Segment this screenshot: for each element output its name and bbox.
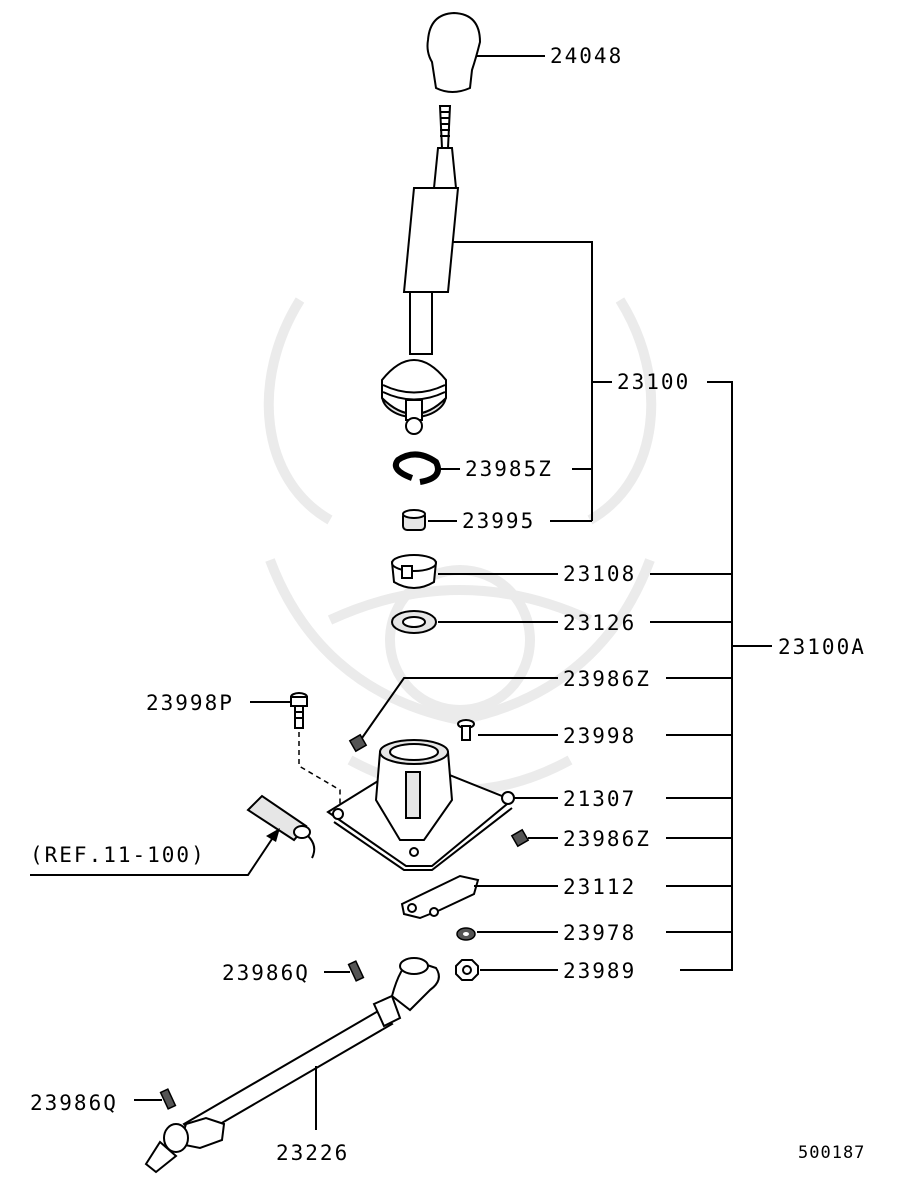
bushing-part[interactable] [402,509,426,531]
retainer-part[interactable] [390,554,438,589]
label-pin-upper[interactable]: 23986Q [222,961,310,985]
label-plate[interactable]: 23112 [563,875,636,899]
label-nut[interactable]: 23989 [563,959,636,983]
grease-fitting-top-part[interactable] [348,733,368,753]
label-reference[interactable]: (REF.11-100) [30,843,206,867]
bolt-dashed-guide [298,732,341,806]
leader-reference [30,835,275,876]
washer-part[interactable] [456,927,476,941]
label-grease-fitting-right[interactable]: 23986Z [563,827,651,851]
label-assembly-total[interactable]: 23100A [778,635,866,659]
label-knob[interactable]: 24048 [550,44,623,68]
diagram-code: 500187 [798,1143,865,1163]
label-lever-assembly[interactable]: 23100 [617,370,690,394]
knob-part[interactable] [426,11,482,93]
label-retainer[interactable]: 23108 [563,562,636,586]
housing-part[interactable] [326,739,515,871]
nut-part[interactable] [455,959,479,981]
shift-lever-part[interactable] [381,105,460,435]
label-housing[interactable]: 21307 [563,787,636,811]
bolt-left-part[interactable] [290,692,308,729]
label-pin-lower[interactable]: 23986Q [30,1091,118,1115]
plate-part[interactable] [400,874,480,920]
shift-rod-part[interactable] [144,957,440,1174]
watermark [263,297,657,795]
bolt-right-part[interactable] [457,719,475,741]
grease-fitting-right-part[interactable] [510,828,530,848]
label-bolt-left[interactable]: 23998P [146,691,234,715]
pin-lower-part[interactable] [159,1088,177,1110]
label-bolt-right[interactable]: 23998 [563,724,636,748]
label-rod[interactable]: 23226 [276,1141,349,1165]
label-grease-fitting-top[interactable]: 23986Z [563,667,651,691]
leader-grease-fitting-top [361,677,558,739]
label-circlip[interactable]: 23985Z [465,457,553,481]
reference-part[interactable] [246,794,316,859]
label-washer[interactable]: 23978 [563,921,636,945]
label-seat[interactable]: 23126 [563,611,636,635]
leader-reference-arrow [266,828,280,842]
label-bushing[interactable]: 23995 [462,509,535,533]
pin-upper-part[interactable] [347,960,365,982]
circlip-part[interactable] [392,451,441,485]
bracket-assembly-total [650,381,772,971]
leader-lever-assembly [452,241,612,521]
seat-part[interactable] [391,610,437,634]
